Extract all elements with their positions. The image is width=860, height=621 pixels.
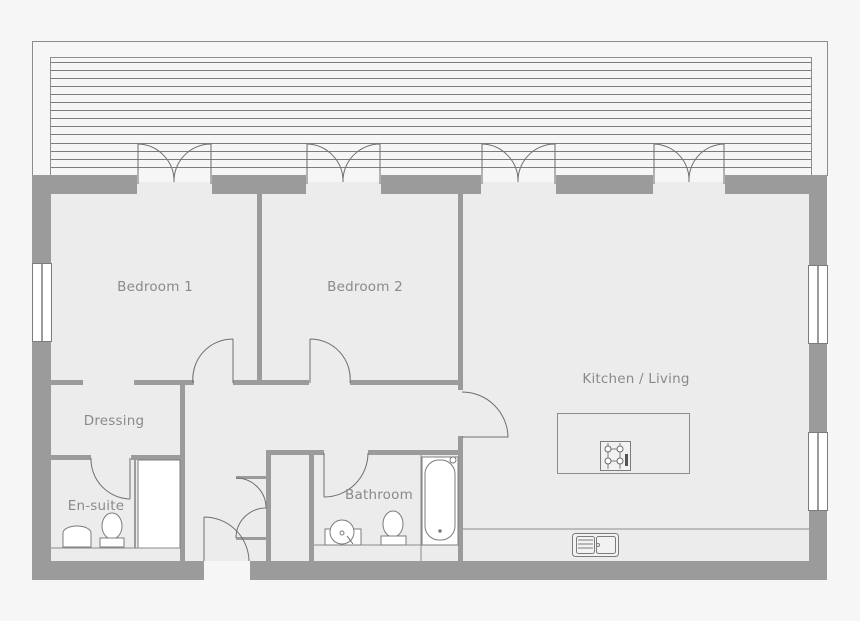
hob-icon xyxy=(600,441,631,471)
room-label-bedroom-1: Bedroom 1 xyxy=(117,279,193,295)
room-label-bathroom: Bathroom xyxy=(345,487,413,503)
bathroom-fixtures xyxy=(314,455,459,561)
room-label-kitchen-living: Kitchen / Living xyxy=(582,371,690,387)
balcony xyxy=(32,41,828,176)
room-label-bedroom-2: Bedroom 2 xyxy=(327,279,403,295)
interior-doors xyxy=(90,338,509,562)
interior-walls xyxy=(51,194,463,561)
room-label-en-suite: En-suite xyxy=(67,498,125,514)
windows xyxy=(32,263,828,511)
room-label-dressing: Dressing xyxy=(83,413,145,429)
balcony-doors xyxy=(137,143,725,184)
sink-icon xyxy=(572,533,619,557)
kitchen-fixtures xyxy=(463,413,809,557)
ensuite-fixtures xyxy=(51,459,181,549)
